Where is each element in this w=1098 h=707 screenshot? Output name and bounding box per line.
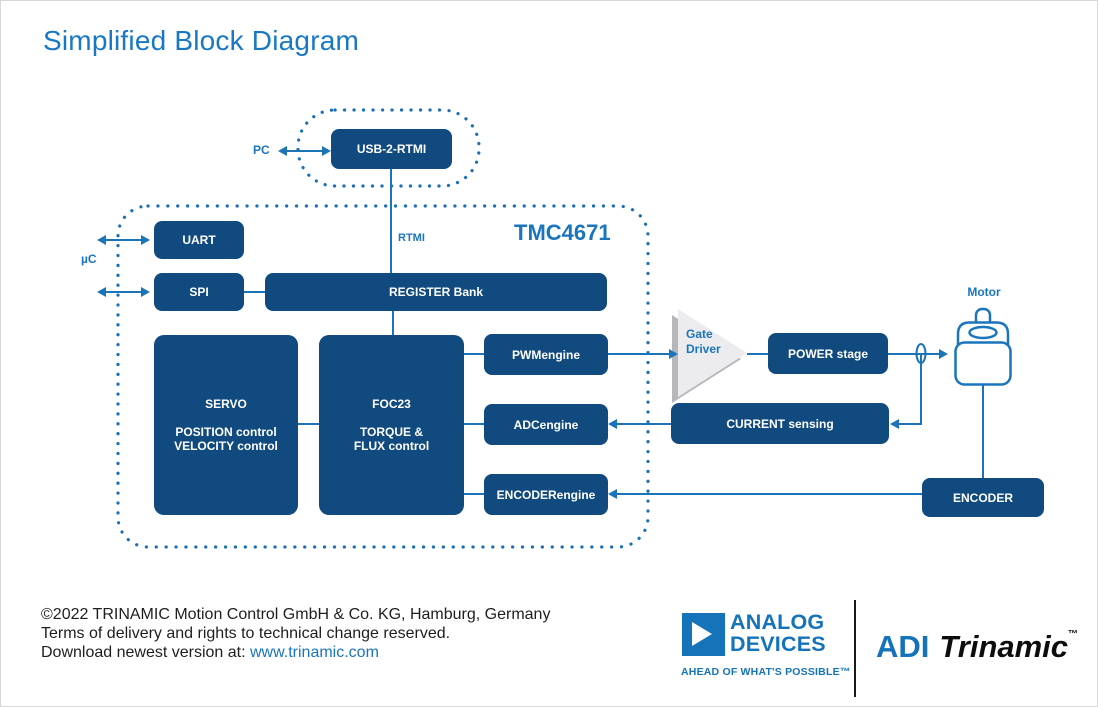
trinamic-link[interactable]: www.trinamic.com [250,644,379,661]
microcontroller-label: µC [81,252,97,266]
servo-line2: VELOCITY control [174,439,278,453]
uc-uart-arrow-right [141,235,150,245]
foc-pwm-line [464,353,484,355]
spi-register-line [244,291,266,293]
rtmi-line [390,169,392,273]
chip-name-label: TMC4671 [514,220,611,245]
block-usb-2-rtmi: USB-2-RTMI [331,129,452,169]
gate-driver-label: Gate Driver [686,327,721,357]
gate-driver-label-line2: Driver [686,342,721,356]
uc-uart-line [106,239,142,241]
analog-devices-logo-icon [682,613,725,656]
footer: ©2022 TRINAMIC Motion Control GmbH & Co.… [41,605,550,662]
motor-encoder-line [982,384,984,478]
page-title: Simplified Block Diagram [43,25,360,56]
pc-usb-line [287,150,323,152]
block-register-bank: REGISTER Bank [265,273,607,311]
uc-spi-arrow-left [97,287,106,297]
pc-label: PC [253,143,270,157]
block-foc: FOC23 TORQUE & FLUX control [319,335,464,515]
power-motor-line [888,353,940,355]
block-encoder-engine: ENCODERengine [484,474,608,515]
brand-divider [854,600,856,697]
adi-trinamic-logo: ADI Trinamic™ [876,629,1078,665]
analog-devices-line2: DEVICES [730,631,826,656]
power-current-vline [920,353,922,424]
footer-terms: Terms of delivery and rights to technica… [41,625,451,642]
foc-encoderengine-line [464,493,484,495]
adi-trinamic-adi: ADI [876,629,930,664]
foc-line2: FLUX control [353,439,430,453]
analog-devices-line1: ANALOG [730,610,825,634]
block-power-stage: POWER stage [768,333,888,374]
register-foc-line [392,311,394,336]
block-adc-engine: ADCengine [484,404,608,445]
pwm-gate-line [608,353,670,355]
motor-shaft-collar [968,325,998,340]
pwm-gate-arrow [669,349,678,359]
encoder-engine-arrow [608,489,617,499]
power-current-hline [899,423,922,425]
encoder-engine-line [617,493,922,495]
rtmi-label: RTMI [398,232,425,244]
motor-cap [956,321,1010,346]
block-servo: SERVO POSITION control VELOCITY control [154,335,298,515]
current-sensing-arrow [890,419,899,429]
gate-driver-label-line1: Gate [686,327,713,341]
adi-trinamic-name: Trinamic [939,629,1069,664]
servo-line1: POSITION control [175,425,277,439]
servo-foc-line [298,423,319,425]
footer-download-prefix: Download newest version at: [41,644,250,661]
block-pwm-engine: PWMengine [484,334,608,375]
current-adc-line [617,423,671,425]
adi-tagline: AHEAD OF WHAT'S POSSIBLE™ [681,666,851,678]
motor-icon [954,307,1012,386]
uc-spi-line [106,291,142,293]
current-adc-arrow [608,419,617,429]
motor-label: Motor [967,285,1001,299]
power-motor-arrow [939,349,948,359]
gate-power-line [747,353,768,355]
analog-devices-wordmark: ANALOG DEVICES [730,610,826,656]
foc-adc-line [464,423,484,425]
block-spi: SPI [154,273,244,311]
uc-spi-arrow-right [141,287,150,297]
footer-copyright: ©2022 TRINAMIC Motion Control GmbH & Co.… [41,606,551,623]
block-uart: UART [154,221,244,259]
footer-download: Download newest version at: www.trinamic… [41,643,550,662]
motor-shaft [974,307,992,335]
adi-trinamic-trademark: ™ [1068,629,1079,640]
servo-title: SERVO [205,397,247,411]
uc-uart-arrow-left [97,235,106,245]
pc-usb-arrow-right [322,146,331,156]
play-triangle-icon [692,622,712,646]
block-current-sensing: CURRENT sensing [671,403,889,444]
foc-line1: TORQUE & [359,425,424,439]
foc-title: FOC23 [372,397,411,411]
block-encoder: ENCODER [922,478,1044,517]
motor-body [954,341,1012,386]
pc-usb-arrow-left [278,146,287,156]
